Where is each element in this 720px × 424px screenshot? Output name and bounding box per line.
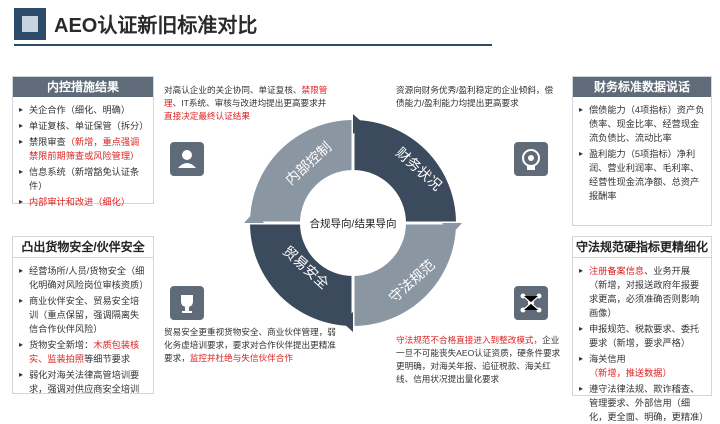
arrow-icon — [244, 212, 264, 223]
internal-control-list: 关企合作（细化、明确） 单证复核、单证保管（拆分） 禁限审查（新增，重点强调禁限… — [13, 97, 153, 209]
internal-control-header: 内控措施结果 — [13, 77, 153, 97]
internal-control-panel: 内控措施结果 关企合作（细化、明确） 单证复核、单证保管（拆分） 禁限审查（新增… — [12, 76, 154, 209]
financial-header: 财务标准数据说话 — [573, 77, 711, 97]
list-item: 内部审计和改进（细化） — [19, 195, 147, 209]
compliance-panel: 守法规范硬指标更精细化 注册备案信息、业务开展（新增，对报送政府年报要求更高，必… — [572, 236, 712, 422]
trophy-icon — [170, 286, 204, 320]
list-item: 货物安全新增：木质包装核实、监装拍照等细节要求 — [19, 338, 147, 366]
trade-security-header: 凸出货物安全/伙伴安全 — [13, 237, 153, 258]
page-title: AEO认证新旧标准对比 — [54, 15, 258, 37]
title-mark-icon — [14, 8, 46, 40]
aeo-ring-diagram: 内部控制 财务状况 贸易安全 守法规范 合规导向/结果导向 — [244, 114, 462, 332]
network-icon — [514, 286, 548, 320]
list-item: 关企合作（细化、明确） — [19, 103, 147, 117]
ring-segment-financial — [353, 120, 456, 223]
list-item: 经营场所/人员/货物安全（细化明确对风险岗位审核资质） — [19, 264, 148, 292]
list-item: 遵守法律法规、欺诈稽查、管理要求、外部信用（细化，更全面、明确，更精准） — [579, 382, 708, 424]
desc-compliance: 守法规范不合格直接进入到整改模式，企业一旦不可能丧失AEO认证资质，硬条件要求更… — [396, 335, 561, 384]
list-item: 禁限审查（新增，重点强调禁限前期筛查或风险管理） — [19, 135, 147, 163]
list-item: 海关信用（新增，推送数据） — [579, 352, 705, 380]
list-item: 偿债能力（4项指标）资产负债率、现金比率、经营现金流负债比、流动比率 — [579, 103, 705, 145]
desc-trade-security: 贸易安全更重视货物安全、商业伙伴管理，弱化务虚培训要求，要求对合作伙伴提出更精准… — [164, 327, 336, 363]
list-item: 盈利能力（5项指标）净利润、营业利润率、毛利率、经营性现金流净额、总资产报酬率 — [579, 147, 705, 203]
arrow-icon — [342, 312, 353, 332]
list-item: 信息系统（新增豁免认证条件） — [19, 165, 147, 193]
desc-internal-control: 对高认企业的关企协同、单证复核、禁限管理、IT系统、审核与改进均提出更高要求并直… — [164, 85, 328, 121]
ring-segment-internal-control — [250, 120, 353, 223]
list-item: 单证复核、单证保管（拆分） — [19, 119, 148, 133]
center-label: 合规导向/结果导向 — [310, 217, 397, 230]
title-divider — [14, 44, 492, 46]
trade-security-panel: 凸出货物安全/伙伴安全 经营场所/人员/货物安全（细化明确对风险岗位审核资质） … — [12, 236, 154, 394]
desc-financial: 资源向财务优秀/盈利稳定的企业倾斜，偿债能力/盈利能力均提出更高要求 — [396, 85, 554, 108]
arrow-icon — [442, 223, 462, 234]
compliance-list: 注册备案信息、业务开展（新增，对报送政府年报要求更高，必须准确否则影响画像） 申… — [573, 258, 711, 424]
list-item: 申报规范、税款要求、委托要求（新增，要求严格） — [579, 322, 705, 350]
arrow-icon — [353, 114, 364, 134]
ring-segment-compliance — [353, 223, 456, 326]
compliance-header: 守法规范硬指标更精细化 — [573, 237, 711, 258]
trade-security-list: 经营场所/人员/货物安全（细化明确对风险岗位审核资质） 商业伙伴安全、贸易安全培… — [13, 258, 153, 396]
list-item: 商业伙伴安全、贸易安全培训（重点保留，强调隔离失信合作伙伴风险） — [19, 294, 147, 336]
ring-segment-trade-security — [250, 223, 353, 326]
list-item: 弱化对海关法律高管培训要求，强调对供应商安全培训 — [19, 368, 147, 396]
list-item: 注册备案信息、业务开展（新增，对报送政府年报要求更高，必须准确否则影响画像） — [579, 264, 705, 320]
person-icon — [170, 142, 204, 176]
brain-gear-icon — [514, 142, 548, 176]
financial-panel: 财务标准数据说话 偿债能力（4项指标）资产负债率、现金比率、经营现金流负债比、流… — [572, 76, 712, 226]
financial-list: 偿债能力（4项指标）资产负债率、现金比率、经营现金流负债比、流动比率 盈利能力（… — [573, 97, 711, 203]
